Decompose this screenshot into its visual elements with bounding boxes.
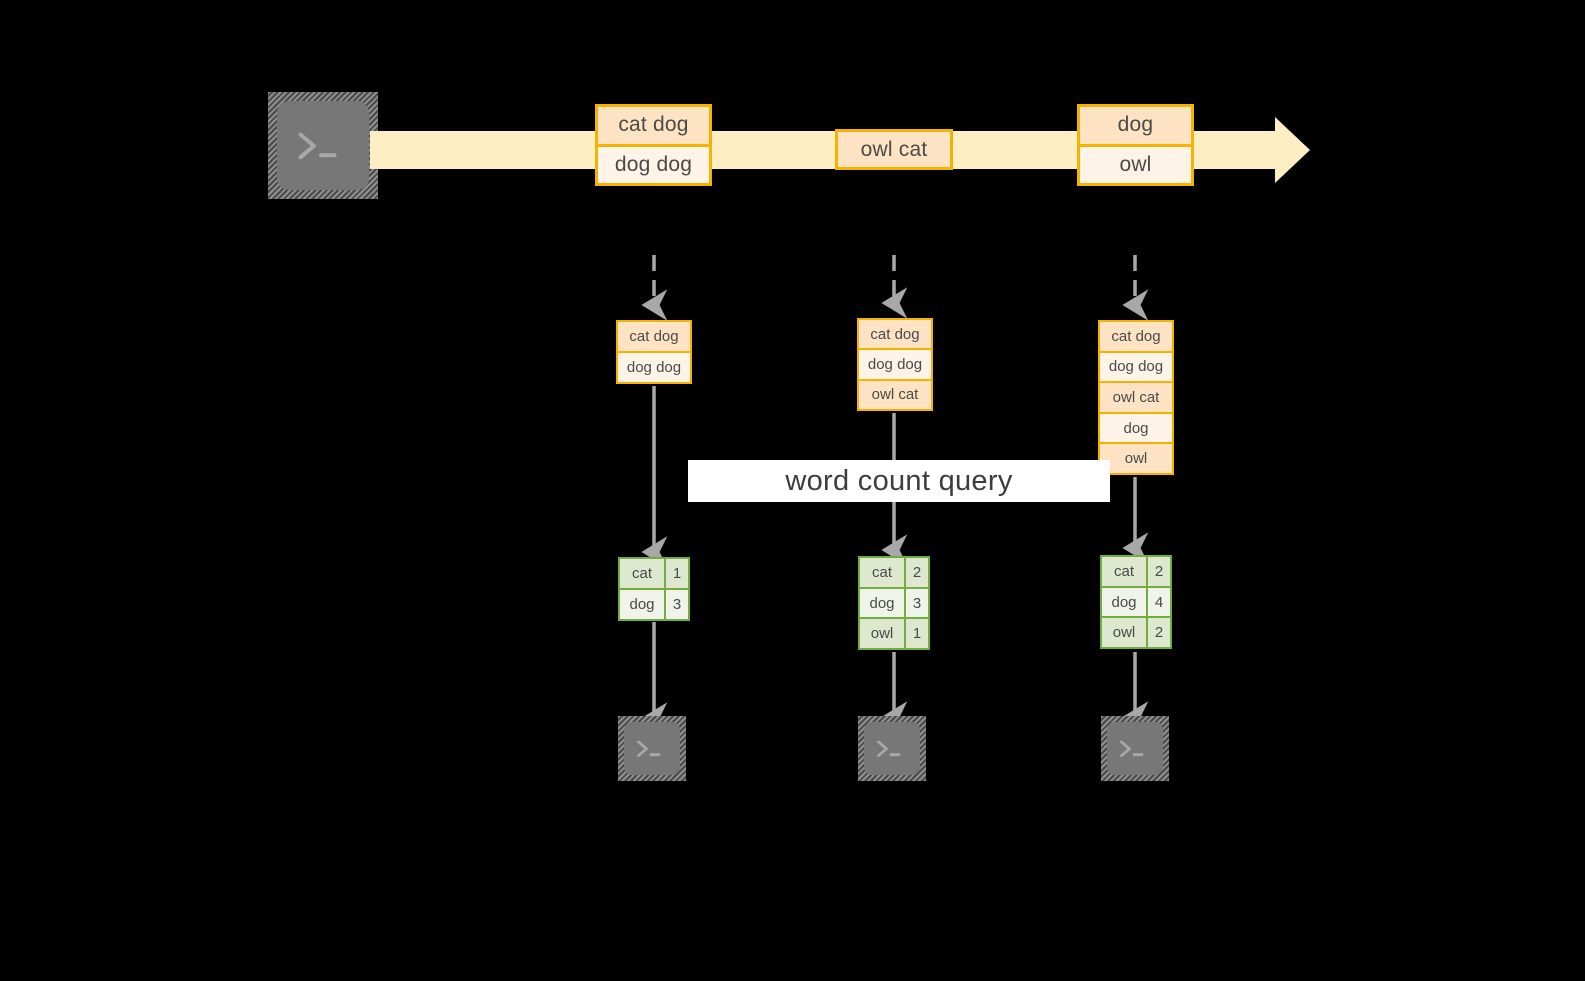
column-1-sink-terminal-icon [618,716,686,781]
table-row: dog dog [859,348,931,379]
table-row: dog 4 [1102,585,1170,617]
table-row: owl 2 [1102,616,1170,648]
result-count: 3 [904,588,928,618]
stream-event-2-line-1: owl cat [838,132,950,167]
result-count: 1 [904,619,928,649]
table-row: owl cat [1100,381,1172,412]
stream-event-3-line-1: dog [1080,107,1191,144]
result-count: 3 [664,590,688,619]
column-1-snapshot-table[interactable]: cat dog dog dog [616,320,692,384]
result-word: cat [1102,557,1146,586]
event-stream-arrowhead [1275,117,1310,183]
terminal-prompt-glyph [290,121,356,171]
result-count: 2 [1146,618,1170,648]
table-row: cat 1 [620,559,688,588]
result-word: cat [620,559,664,588]
table-row: dog dog [1100,350,1172,382]
stream-event-3-line-2: owl [1080,143,1191,183]
terminal-prompt-glyph [632,734,672,764]
query-label-band: word count query [688,460,1110,502]
table-row: dog 3 [620,588,688,619]
table-row: owl [1100,442,1172,473]
result-count: 1 [664,559,688,588]
column-2-result-table[interactable]: cat 2 dog 3 owl 1 [858,556,930,650]
result-word: cat [860,558,904,587]
table-row: dog 3 [860,586,928,618]
table-row: dog [1100,411,1172,443]
result-count: 4 [1146,587,1170,617]
column-2-snapshot-table[interactable]: cat dog dog dog owl cat [857,318,933,411]
column-3-snapshot-table[interactable]: cat dog dog dog owl cat dog owl [1098,320,1174,475]
result-word: owl [1102,618,1146,648]
stream-event-1-line-1: cat dog [598,107,709,144]
stream-event-1[interactable]: cat dog dog dog [595,104,712,186]
terminal-prompt-glyph [872,734,912,764]
result-word: dog [620,590,664,619]
table-row: owl 1 [860,617,928,649]
result-count: 2 [1146,557,1170,586]
column-3-sink-terminal-icon [1101,716,1169,781]
table-row: owl cat [859,378,931,409]
terminal-prompt-glyph [1115,734,1155,764]
stream-event-2[interactable]: owl cat [835,129,953,170]
column-3-result-table[interactable]: cat 2 dog 4 owl 2 [1100,555,1172,649]
column-1-result-table[interactable]: cat 1 dog 3 [618,557,690,621]
query-label-text: word count query [785,464,1013,497]
column-2-sink-terminal-icon [858,716,926,781]
table-row: cat 2 [1102,557,1170,586]
stream-event-1-line-2: dog dog [598,143,709,183]
table-row: cat dog [1100,322,1172,351]
table-row: cat 2 [860,558,928,587]
result-word: owl [860,619,904,649]
result-word: dog [1102,587,1146,617]
table-row: cat dog [618,322,690,351]
table-row: cat dog [859,320,931,349]
source-terminal-icon [268,92,378,199]
result-word: dog [860,588,904,618]
result-count: 2 [904,558,928,587]
table-row: dog dog [618,351,690,382]
stream-event-3[interactable]: dog owl [1077,104,1194,186]
